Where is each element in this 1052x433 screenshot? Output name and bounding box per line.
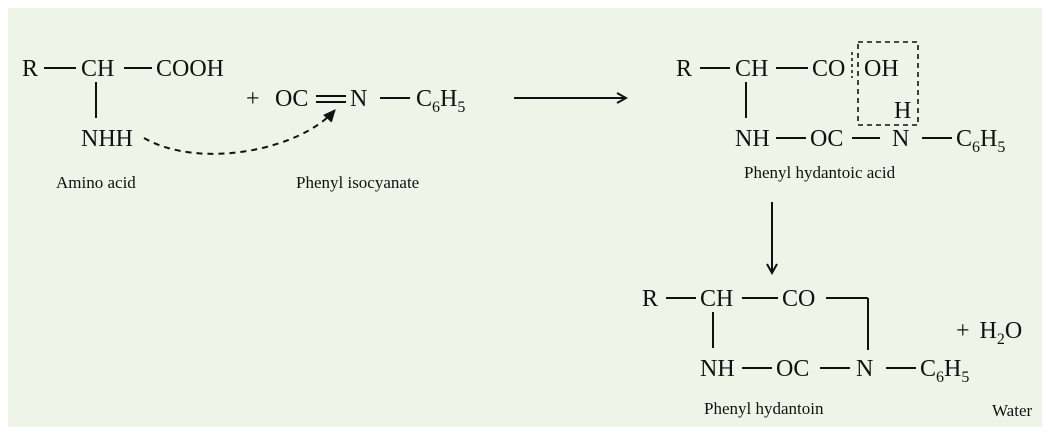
amino-r-label: R: [22, 56, 38, 82]
phenyl-isocyanate-structure: OC N C6H5 Phenyl isocyanate: [275, 86, 465, 192]
hydantoic-r-label: R: [676, 56, 692, 82]
water-plus-label: +H2O: [956, 318, 1022, 348]
amino-acid-caption: Amino acid: [56, 173, 136, 192]
hydantoic-h-label: H: [894, 98, 911, 124]
hydantoin-co-label: CO: [782, 286, 815, 312]
plus-sign-1: +: [246, 86, 260, 112]
hydantoic-nh-label: NH: [735, 126, 770, 152]
hydantoin-structure: R CH CO NH OC N C6H5 Phenyl hydantoin: [642, 286, 969, 418]
panel-background: [8, 8, 1042, 427]
hydantoin-ch-label: CH: [700, 286, 733, 312]
hydantoic-acid-structure: R CH CO OH NH OC H N C6H5 Phenyl hydanto…: [676, 41, 1005, 182]
isocyanate-oc-label: OC: [275, 86, 308, 112]
hydantoin-oc-label: OC: [776, 356, 809, 382]
water-structure: +H2O Water: [956, 318, 1032, 420]
isocyanate-c6h5-label: C6H5: [416, 86, 465, 116]
hydantoic-acid-caption: Phenyl hydantoic acid: [744, 163, 896, 182]
amino-cooh-label: COOH: [156, 56, 224, 82]
hydantoin-c6h5-label: C6H5: [920, 356, 969, 386]
phenyl-isocyanate-caption: Phenyl isocyanate: [296, 173, 419, 192]
amino-acid-structure: R CH COOH NHH Amino acid: [22, 56, 224, 192]
hydantoic-co-label: CO: [812, 56, 845, 82]
hydantoic-oh-label: OH: [864, 56, 899, 82]
amino-ch-label: CH: [81, 56, 114, 82]
hydantoin-nh-label: NH: [700, 356, 735, 382]
hydantoin-n-label: N: [856, 356, 873, 382]
isocyanate-n-label: N: [350, 86, 367, 112]
hydantoin-r-label: R: [642, 286, 658, 312]
water-caption: Water: [992, 401, 1032, 420]
hydantoic-n-label: N: [892, 126, 909, 152]
hydantoic-c6h5-label: C6H5: [956, 126, 1005, 156]
nucleophilic-attack-arrow: [143, 109, 336, 155]
hydantoic-ch-label: CH: [735, 56, 768, 82]
elimination-dashed-box: [857, 41, 919, 126]
amino-nhh-label: NHH: [81, 126, 133, 152]
hydantoic-oc-label: OC: [810, 126, 843, 152]
hydantoin-caption: Phenyl hydantoin: [704, 399, 824, 418]
